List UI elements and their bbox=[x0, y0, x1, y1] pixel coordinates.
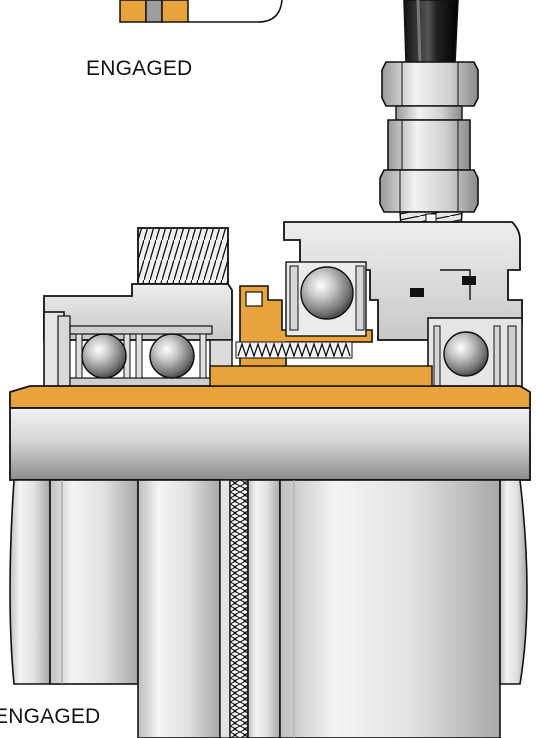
bearing-ball bbox=[443, 331, 489, 377]
main-shaft bbox=[9, 407, 531, 481]
bearing-ball bbox=[81, 333, 127, 379]
clutch-teeth bbox=[229, 479, 249, 738]
bearing-ball bbox=[149, 333, 195, 379]
engaged-label-top: ENGAGED bbox=[86, 57, 193, 80]
left-bearing-housing bbox=[43, 227, 233, 393]
bronze-piston-sleeve bbox=[235, 285, 373, 371]
engaged-indicator-inset bbox=[119, 0, 283, 23]
right-cylinder-housing bbox=[283, 221, 523, 397]
return-spring bbox=[235, 341, 353, 359]
bronze-base-plate bbox=[9, 385, 531, 409]
engaged-label-bottom: ENGAGED bbox=[0, 705, 101, 728]
bearing-ball bbox=[300, 266, 354, 320]
lower-drum-assembly bbox=[9, 479, 528, 738]
